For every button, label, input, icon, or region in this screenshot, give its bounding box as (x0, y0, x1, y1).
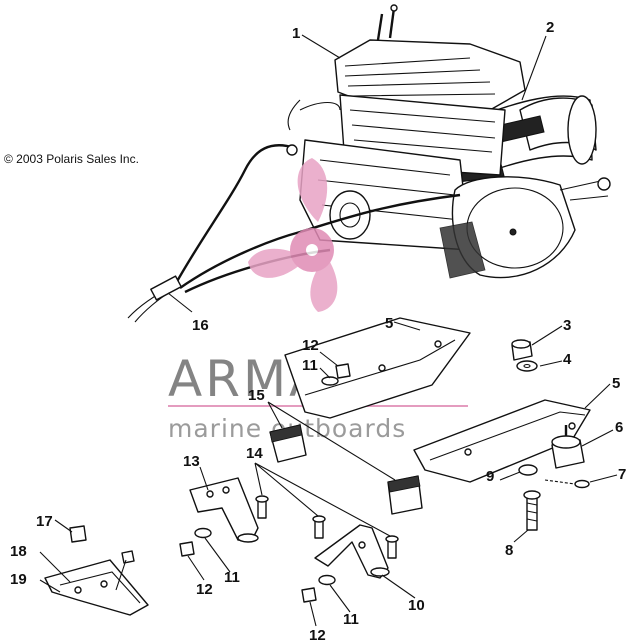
callout-12-upper: 12 (302, 337, 319, 354)
callout-6: 6 (615, 419, 623, 436)
propeller-logo (248, 158, 338, 312)
callout-18: 18 (10, 543, 27, 560)
callout-7: 7 (618, 466, 626, 483)
callout-3: 3 (563, 317, 571, 334)
callout-16: 16 (192, 317, 209, 334)
callout-14: 14 (246, 445, 263, 462)
callout-labels: 1 2 16 5 3 4 5 6 7 9 8 15 12 11 13 14 10… (10, 19, 626, 643)
callout-11-mid: 11 (224, 569, 240, 586)
callout-12-mid: 12 (196, 581, 213, 598)
rubber-block-15 (269, 424, 423, 515)
nut-17 (69, 525, 87, 543)
callout-10: 10 (408, 597, 425, 614)
callout-11-low: 11 (343, 611, 359, 628)
washer-4 (516, 360, 538, 372)
callout-15: 15 (248, 387, 265, 404)
callout-4: 4 (563, 351, 572, 368)
callout-17: 17 (36, 513, 53, 530)
callout-13: 13 (183, 453, 200, 470)
engine-bracket-13 (189, 477, 259, 543)
washer-11-upper (321, 376, 339, 386)
callout-5-right: 5 (612, 375, 620, 392)
leader-lines (39, 34, 618, 627)
engine-assembly (287, 4, 611, 279)
callout-11-upper: 11 (302, 357, 318, 374)
callout-8: 8 (505, 542, 513, 559)
callout-9: 9 (486, 468, 494, 485)
engine-bracket-10 (314, 524, 390, 579)
nut-3 (511, 339, 533, 361)
callout-2: 2 (546, 19, 554, 36)
washer-9 (518, 464, 538, 476)
nut-12-mid (179, 541, 195, 557)
nut-12-low (301, 587, 317, 603)
callout-12-low: 12 (309, 627, 326, 643)
bolt-8 (523, 490, 541, 531)
bracket-18-19 (44, 550, 149, 616)
copyright-text: © 2003 Polaris Sales Inc. (4, 152, 139, 166)
washer-7 (574, 479, 590, 489)
mount-bracket-upper (284, 317, 471, 419)
callout-5-upper: 5 (385, 315, 393, 332)
callout-1: 1 (292, 25, 300, 42)
rubber-mount-6 (551, 425, 585, 469)
washer-11-low (318, 574, 336, 586)
washer-11-mid (194, 527, 212, 539)
nut-12-upper (335, 363, 351, 379)
bolts-14 (254, 462, 399, 559)
callout-19: 19 (10, 571, 27, 588)
